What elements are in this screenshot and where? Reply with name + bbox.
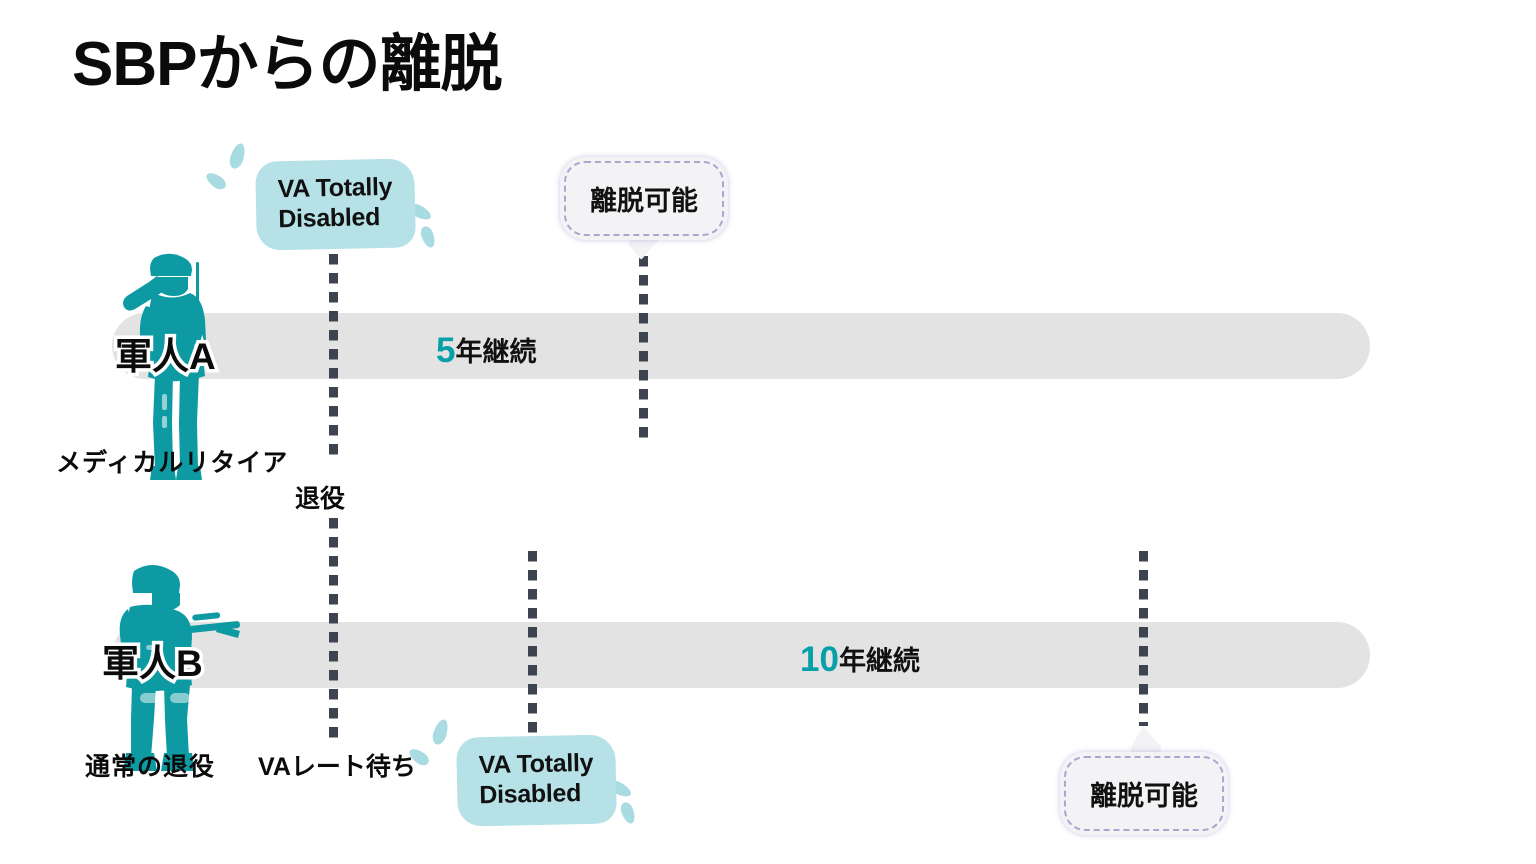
soldier-rifle-icon bbox=[100, 549, 250, 804]
duration-label-a: 5年継続 bbox=[436, 330, 536, 371]
person-label-a: 軍人A bbox=[112, 333, 220, 381]
timeline-track-b bbox=[112, 622, 1370, 688]
duration-label-b: 10年継続 bbox=[800, 639, 920, 680]
duration-unit-b: 年継続 bbox=[838, 646, 920, 676]
sparkle-icon bbox=[430, 717, 451, 747]
sparkle-icon bbox=[618, 800, 638, 826]
badge-line-1: VA Totally bbox=[277, 172, 393, 204]
speech-bubble-a: 離脱可能 bbox=[560, 157, 728, 240]
page-title: SBPからの離脱 bbox=[72, 30, 502, 99]
soldier-saluting-icon bbox=[110, 248, 230, 493]
marker-line-dropout-a bbox=[639, 256, 648, 438]
marker-label-va-wait: VAレート待ち bbox=[258, 753, 416, 781]
marker-line-retirement-a bbox=[329, 254, 338, 460]
marker-label-retirement: 退役 bbox=[295, 485, 346, 513]
speech-bubble-b: 離脱可能 bbox=[1060, 752, 1228, 835]
badge-va-totally-disabled-a: VA Totally Disabled bbox=[255, 158, 416, 251]
duration-number-b: 10 bbox=[800, 640, 839, 679]
sparkle-icon bbox=[418, 224, 438, 250]
caption-normal-retirement: 通常の退役 bbox=[85, 753, 216, 781]
sparkle-icon bbox=[203, 169, 229, 193]
caption-medical-retirement: メディカルリタイア bbox=[56, 449, 289, 477]
marker-line-va-wait-b bbox=[329, 518, 338, 738]
badge-va-totally-disabled-b: VA Totally Disabled bbox=[456, 734, 617, 827]
speech-bubble-text-b: 離脱可能 bbox=[1064, 756, 1224, 831]
speech-bubble-text-a: 離脱可能 bbox=[564, 161, 724, 236]
duration-unit-a: 年継続 bbox=[455, 337, 537, 367]
sparkle-icon bbox=[227, 141, 248, 171]
marker-line-dropout-b bbox=[1139, 551, 1148, 726]
badge-line-1: VA Totally bbox=[478, 748, 594, 780]
badge-line-2: Disabled bbox=[478, 778, 582, 809]
marker-line-va-disabled-b bbox=[528, 551, 537, 735]
badge-line-2: Disabled bbox=[277, 202, 381, 233]
duration-number-a: 5 bbox=[436, 331, 456, 370]
person-label-b: 軍人B bbox=[99, 640, 207, 688]
timeline-track-a bbox=[112, 313, 1370, 379]
